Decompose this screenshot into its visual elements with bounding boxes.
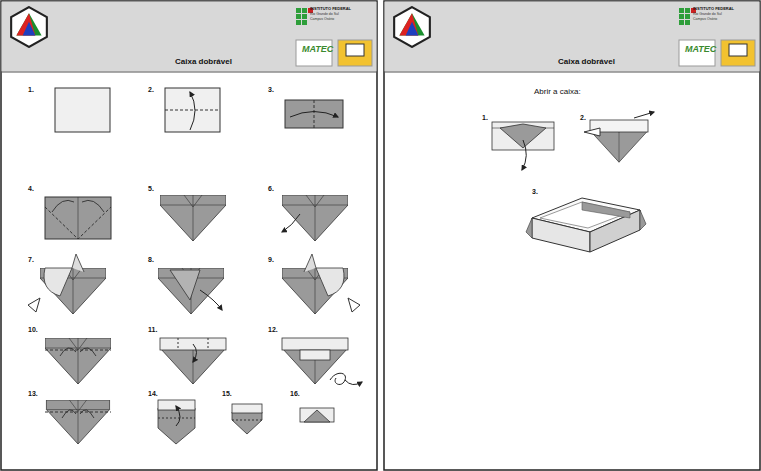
step-number: MATEC bbox=[302, 45, 333, 55]
logo-text: Campus Osório bbox=[310, 18, 334, 22]
step-number: 2. bbox=[148, 86, 154, 94]
logo-text: INSTITUTO FEDERAL bbox=[310, 7, 351, 11]
step-number: 12. bbox=[268, 326, 278, 334]
step-number: 7. bbox=[28, 256, 34, 264]
logo-text: INSTITUTO FEDERAL bbox=[693, 7, 734, 11]
logo-text: Rio Grande do Sul bbox=[693, 13, 722, 17]
logo-text: Campus Osório bbox=[693, 18, 717, 22]
step-number: 5. bbox=[148, 185, 154, 193]
page-heading: Abrir a caixa: bbox=[534, 88, 581, 97]
step-number: 3. bbox=[268, 86, 274, 94]
step-number: 16. bbox=[290, 390, 300, 398]
step-number: 1. bbox=[482, 114, 488, 122]
step-number: 9. bbox=[268, 256, 274, 264]
step-number: MATEC bbox=[685, 45, 716, 55]
step-number: 3. bbox=[532, 188, 538, 196]
step-number: 11. bbox=[148, 326, 157, 334]
step-number: 6. bbox=[268, 185, 274, 193]
step-number: 1. bbox=[28, 86, 34, 94]
step-number: 2. bbox=[580, 114, 586, 122]
step-number: 14. bbox=[148, 390, 158, 398]
step-number: 8. bbox=[148, 256, 154, 264]
step-number: 4. bbox=[28, 185, 34, 193]
step-number: 13. bbox=[28, 390, 38, 398]
page-heading: Caixa dobrável bbox=[175, 58, 232, 67]
step-number: 10. bbox=[28, 326, 38, 334]
page-heading: Caixa dobrável bbox=[558, 58, 615, 67]
step-number: 15. bbox=[222, 390, 232, 398]
logo-text: Rio Grande do Sul bbox=[310, 13, 339, 17]
